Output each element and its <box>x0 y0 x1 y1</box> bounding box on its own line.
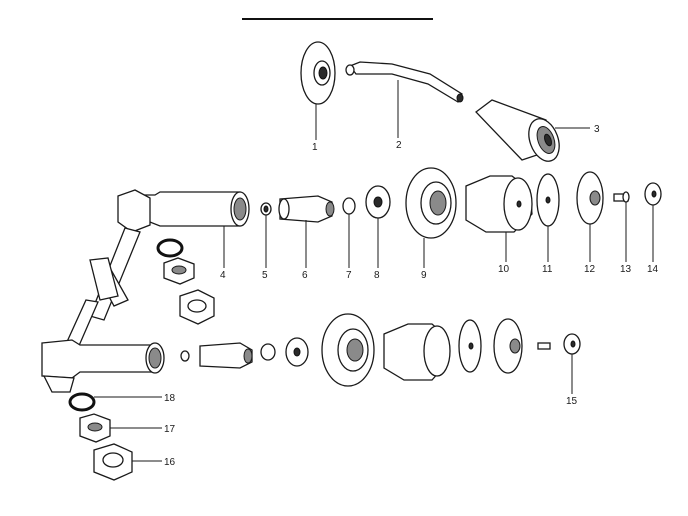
lower-washer <box>180 350 190 362</box>
callout-1: 1 <box>312 142 318 153</box>
callout-6: 6 <box>302 270 308 281</box>
part-10-handle <box>465 175 533 233</box>
callout-9: 9 <box>421 270 427 281</box>
callout-2: 2 <box>396 140 402 151</box>
part-9-escutcheon <box>405 167 457 239</box>
lower-washer-2 <box>260 343 276 361</box>
lower-stem <box>199 342 253 369</box>
callout-5: 5 <box>262 270 268 281</box>
callout-16: 16 <box>164 457 176 468</box>
callout-18: 18 <box>164 393 176 404</box>
part-11-insert <box>536 173 560 227</box>
upper-nut-small <box>163 257 195 285</box>
callout-3: 3 <box>594 124 600 135</box>
part-7-washer <box>342 197 356 215</box>
upper-nut-large <box>179 289 215 325</box>
callout-10: 10 <box>498 264 510 275</box>
lower-handle <box>383 323 451 381</box>
lower-insert <box>458 319 482 373</box>
callout-14: 14 <box>647 264 659 275</box>
lower-screw <box>537 342 551 350</box>
part-1-flange <box>300 41 336 105</box>
lower-escutcheon <box>321 313 375 387</box>
callout-11: 11 <box>542 264 553 275</box>
part-2-shower-arm <box>345 61 464 103</box>
callout-8: 8 <box>374 270 380 281</box>
part-8-bonnet <box>365 185 391 219</box>
callout-17: 17 <box>164 424 176 435</box>
part-17-nut <box>79 413 111 443</box>
callout-12: 12 <box>584 264 596 275</box>
lower-bonnet <box>285 337 309 367</box>
part-16-coupling-nut <box>93 443 133 481</box>
callout-labels: 1 2 3 4 5 6 7 8 9 10 11 12 13 14 15 16 1… <box>164 124 659 468</box>
callout-15: 15 <box>566 396 578 407</box>
callout-13: 13 <box>620 264 632 275</box>
part-14-button <box>644 182 662 206</box>
part-13-screw <box>613 191 630 203</box>
upper-oring <box>156 238 184 258</box>
part-3-shower-head <box>475 99 560 162</box>
part-5-washer <box>260 202 272 216</box>
part-6-stem <box>278 195 335 223</box>
part-12-cap <box>576 171 604 225</box>
callout-4: 4 <box>220 270 226 281</box>
lower-cap <box>493 318 523 374</box>
callout-7: 7 <box>346 270 352 281</box>
part-18-oring <box>68 392 96 412</box>
leader-lines <box>94 80 654 462</box>
valve-body <box>41 189 250 393</box>
part-15-button <box>563 333 581 355</box>
